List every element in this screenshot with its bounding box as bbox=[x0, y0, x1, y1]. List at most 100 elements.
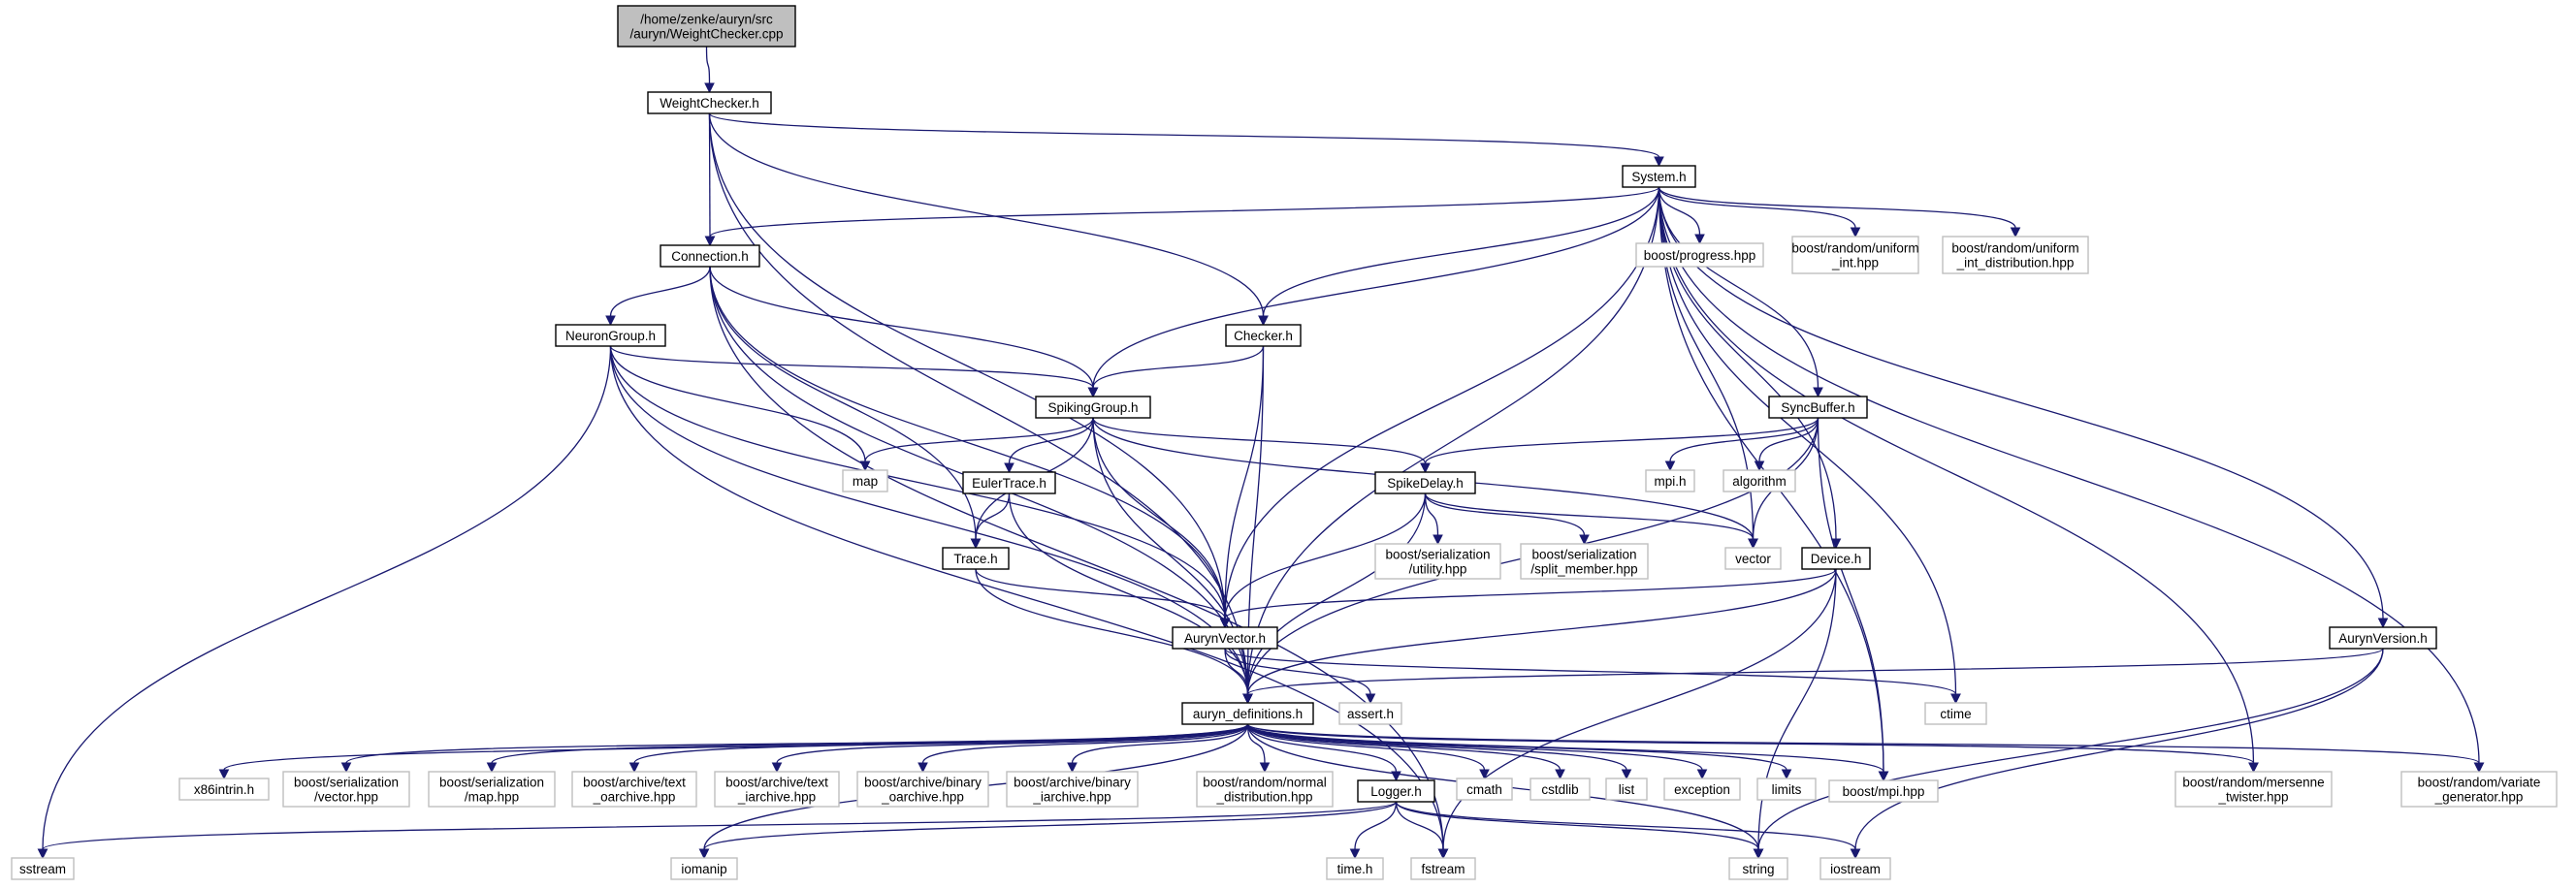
edge-line bbox=[1246, 723, 1266, 764]
node-label: AurynVector.h bbox=[1184, 631, 1266, 646]
node-label: Trace.h bbox=[953, 552, 997, 566]
dependency-edge-connection-h-to-fstream bbox=[709, 266, 1449, 860]
arrowhead-icon bbox=[704, 82, 715, 94]
node-label: SpikingGroup.h bbox=[1047, 400, 1138, 415]
dependency-edge-auryn-definitions-h-to-boost-archive-text-oarchive bbox=[628, 723, 1249, 774]
node-label: _generator.hpp bbox=[2434, 790, 2524, 805]
dependency-edge-spikinggroup-h-to-eulertrace-h bbox=[1004, 417, 1094, 474]
weightchecker-cpp-node[interactable]: /home/zenke/auryn/src/auryn/WeightChecke… bbox=[617, 5, 796, 48]
node-box bbox=[1819, 857, 1891, 880]
node-box bbox=[1196, 771, 1334, 808]
arrowhead-icon bbox=[1694, 234, 1705, 245]
edge-line bbox=[633, 723, 1249, 764]
node-label: boost/random/normal bbox=[1203, 776, 1327, 790]
node-box bbox=[1723, 469, 1796, 492]
edge-line bbox=[921, 723, 1249, 764]
node-label: /map.hpp bbox=[465, 790, 519, 805]
boost-uniform-int-node: boost/random/uniform_int.hpp bbox=[1791, 236, 1919, 274]
spikinggroup-h-node[interactable]: SpikingGroup.h bbox=[1035, 396, 1151, 419]
neurongroup-h-node[interactable]: NeuronGroup.h bbox=[555, 324, 666, 347]
spikedelay-h-node[interactable]: SpikeDelay.h bbox=[1374, 471, 1476, 494]
edge-line bbox=[1246, 723, 1398, 773]
weightchecker-h-node[interactable]: WeightChecker.h bbox=[647, 91, 772, 114]
checker-h-node[interactable]: Checker.h bbox=[1225, 324, 1302, 347]
dependency-edge-logger-h-to-string bbox=[1395, 801, 1764, 860]
edge-line bbox=[703, 801, 1398, 850]
aurynvector-h-node[interactable]: AurynVector.h bbox=[1172, 626, 1278, 650]
edge-line bbox=[1658, 186, 1957, 695]
arrowhead-icon bbox=[628, 762, 640, 774]
boost-serialization-split-member-node: boost/serialization/split_member.hpp bbox=[1520, 543, 1649, 580]
aurynversion-h-node[interactable]: AurynVersion.h bbox=[2329, 626, 2437, 650]
syncbuffer-h-node[interactable]: SyncBuffer.h bbox=[1768, 396, 1868, 419]
node-box bbox=[571, 771, 697, 808]
edge-line bbox=[705, 46, 711, 84]
node-label: list bbox=[1619, 782, 1635, 797]
system-h-node[interactable]: System.h bbox=[1622, 165, 1696, 188]
node-box bbox=[714, 771, 840, 808]
edge-line bbox=[609, 345, 1094, 389]
arrowhead-icon bbox=[1087, 387, 1099, 398]
dependency-edge-eulertrace-h-to-trace-h bbox=[970, 492, 1011, 550]
arrowhead-icon bbox=[37, 848, 48, 860]
node-label: exception bbox=[1674, 782, 1730, 797]
edge-line bbox=[1757, 568, 1837, 850]
node-label: _twister.hpp bbox=[2217, 790, 2288, 805]
boost-serialization-vector-node: boost/serialization/vector.hpp bbox=[282, 771, 410, 808]
node-box bbox=[1374, 543, 1501, 580]
dependency-edge-auryn-definitions-h-to-cstdlib bbox=[1246, 723, 1565, 780]
boost-archive-binary-iarchive-node: boost/archive/binary_iarchive.hpp bbox=[1006, 771, 1139, 808]
edge-line bbox=[609, 345, 1249, 695]
arrowhead-icon bbox=[486, 762, 498, 774]
edge-line bbox=[709, 186, 1660, 238]
arrowhead-icon bbox=[1950, 693, 1961, 705]
node-box bbox=[1791, 236, 1919, 274]
logger-h-node[interactable]: Logger.h bbox=[1357, 779, 1435, 803]
eulertrace-h-node[interactable]: EulerTrace.h bbox=[962, 471, 1056, 494]
node-box bbox=[1326, 857, 1384, 880]
node-box bbox=[1456, 778, 1513, 801]
auryn-definitions-h-node[interactable]: auryn_definitions.h bbox=[1181, 702, 1314, 725]
edge-line bbox=[1246, 648, 2384, 695]
dependency-edge-auryn-definitions-h-to-exception bbox=[1246, 723, 1708, 780]
node-label: auryn_definitions.h bbox=[1193, 707, 1303, 721]
boost-uniform-int-distribution-node: boost/random/uniform_int_distribution.hp… bbox=[1942, 236, 2089, 274]
dependency-edge-trace-h-to-aurynvector-h bbox=[975, 568, 1231, 629]
dependency-edge-syncbuffer-h-to-spikedelay-h bbox=[1420, 417, 1819, 474]
arrowhead-icon bbox=[1433, 534, 1443, 546]
dependency-edge-logger-h-to-sstream bbox=[37, 801, 1398, 860]
edge-line bbox=[1658, 186, 2255, 764]
edge-line bbox=[1817, 417, 1884, 773]
node-label: _iarchive.hpp bbox=[737, 790, 816, 805]
dependency-edge-system-h-to-spikinggroup-h bbox=[1087, 186, 1660, 398]
device-h-node[interactable]: Device.h bbox=[1801, 547, 1871, 570]
boost-serialization-map-node: boost/serialization/map.hpp bbox=[428, 771, 556, 808]
sstream-node: sstream bbox=[11, 857, 75, 880]
edge-line bbox=[609, 345, 1226, 619]
edge-line bbox=[1758, 417, 1819, 462]
node-box bbox=[1942, 236, 2089, 274]
trace-h-node[interactable]: Trace.h bbox=[942, 547, 1010, 570]
edge-line bbox=[1424, 492, 1586, 536]
dependency-edge-aurynversion-h-to-iostream bbox=[1850, 648, 2384, 860]
list-node: list bbox=[1605, 778, 1648, 801]
edge-line bbox=[1092, 417, 1226, 619]
dependency-edge-checker-h-to-aurynvector-h bbox=[1219, 345, 1265, 629]
dependency-edge-spikedelay-h-to-boost-serialization-split-member bbox=[1424, 492, 1590, 546]
edge-line bbox=[709, 266, 1094, 389]
node-box bbox=[842, 469, 888, 492]
edge-line bbox=[1246, 723, 1562, 771]
dependency-edge-eulertrace-h-to-auryn-definitions-h bbox=[1008, 492, 1253, 705]
connection-h-node[interactable]: Connection.h bbox=[660, 244, 760, 268]
dependency-edge-spikinggroup-h-to-map bbox=[859, 417, 1094, 472]
mpi-h-node: mpi.h bbox=[1645, 469, 1695, 492]
arrowhead-icon bbox=[1579, 534, 1590, 546]
node-label: Device.h bbox=[1811, 552, 1862, 566]
node-label: /utility.hpp bbox=[1409, 562, 1467, 577]
node-label: boost/serialization bbox=[294, 776, 399, 790]
node-box bbox=[1035, 396, 1151, 419]
fstream-node: fstream bbox=[1410, 857, 1476, 880]
arrowhead-icon bbox=[1621, 769, 1632, 780]
node-box bbox=[1622, 165, 1696, 188]
